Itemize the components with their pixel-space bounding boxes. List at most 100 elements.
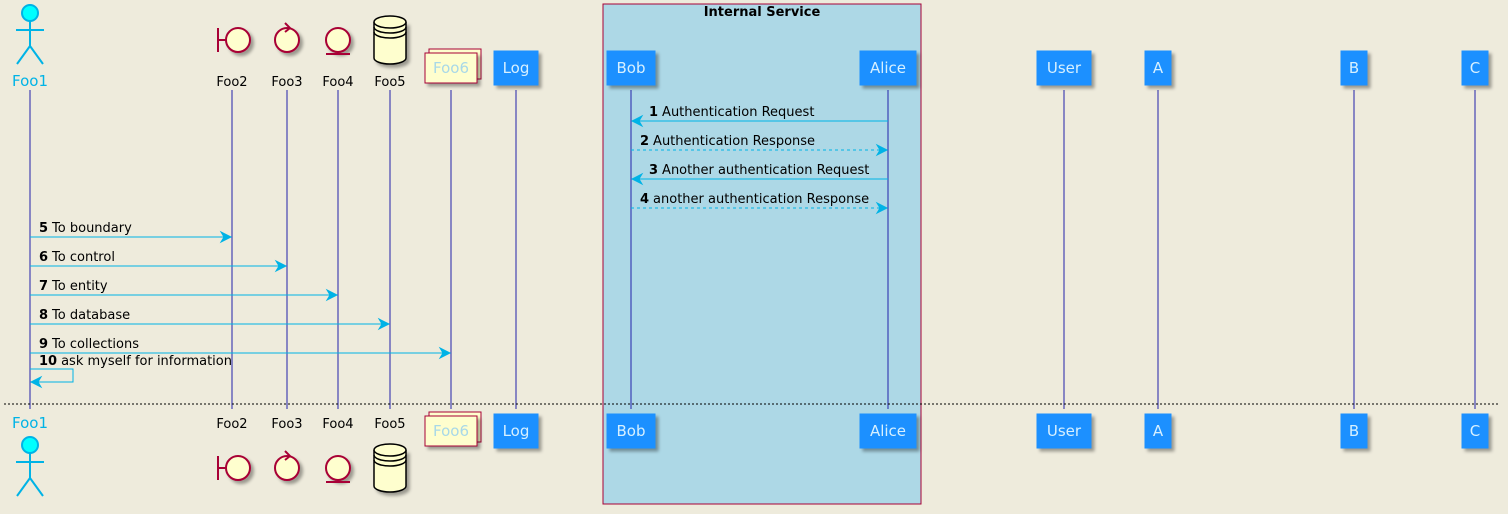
participant-label: Foo6 — [433, 422, 469, 440]
participant-box — [493, 50, 539, 86]
participant-label: Foo3 — [271, 75, 302, 90]
arrow-head — [630, 114, 644, 128]
participant-foo3-top[interactable]: Foo3 — [271, 22, 303, 90]
collections-front — [424, 52, 478, 84]
participant-label: C — [1470, 59, 1480, 77]
participant-label: Bob — [617, 422, 646, 440]
group-internal-service: Internal Service — [602, 3, 922, 505]
participant-log-bottom[interactable]: Log — [493, 413, 539, 449]
participant-box — [859, 50, 917, 86]
participant-label: Foo2 — [216, 417, 247, 432]
participant-foo5-bottom[interactable]: Foo5 — [373, 417, 407, 493]
participant-label: Foo5 — [374, 417, 405, 432]
participant-label: Foo1 — [12, 72, 48, 90]
collections-front — [424, 415, 478, 447]
participant-user-bottom[interactable]: User — [1036, 413, 1092, 449]
participant-log-top[interactable]: Log — [493, 50, 539, 86]
participant-foo4-bottom[interactable]: Foo4 — [322, 417, 354, 483]
participant-label: Bob — [617, 59, 646, 77]
participant-label: Foo5 — [374, 75, 405, 90]
participant-a-bottom[interactable]: A — [1144, 413, 1172, 449]
arrow-head — [29, 375, 43, 389]
participant-foo6-bottom[interactable]: Foo6 — [424, 411, 482, 447]
participant-label: User — [1047, 422, 1082, 440]
participant-foo2-bottom[interactable]: Foo2 — [216, 417, 251, 481]
participant-label: B — [1349, 422, 1359, 440]
participant-b-top[interactable]: B — [1340, 50, 1368, 86]
participant-box — [859, 413, 917, 449]
participant-a-top[interactable]: A — [1144, 50, 1172, 86]
participant-box — [493, 413, 539, 449]
actor-icon — [16, 4, 44, 65]
database-icon — [373, 15, 407, 65]
entity-icon — [325, 27, 351, 55]
arrow-head — [377, 317, 391, 331]
participant-foo3-bottom[interactable]: Foo3 — [271, 417, 303, 481]
participant-label: C — [1470, 422, 1480, 440]
participant-alice-bottom[interactable]: Alice — [859, 413, 917, 449]
participant-foo4-top[interactable]: Foo4 — [322, 27, 354, 90]
participant-box — [1461, 50, 1489, 86]
participant-label: Foo4 — [322, 75, 353, 90]
group-title: Internal Service — [704, 5, 821, 20]
participant-c-top[interactable]: C — [1461, 50, 1489, 86]
arrow-head — [219, 230, 233, 244]
participant-label: Foo2 — [216, 75, 247, 90]
participant-label: A — [1153, 59, 1164, 77]
participant-box — [1036, 50, 1092, 86]
participant-foo5-top[interactable]: Foo5 — [373, 15, 407, 90]
participant-label: A — [1153, 422, 1164, 440]
participant-label: B — [1349, 59, 1359, 77]
participant-label: Alice — [870, 422, 906, 440]
participant-label: Foo1 — [12, 414, 48, 432]
participant-foo6-top[interactable]: Foo6 — [424, 48, 482, 84]
participant-label: Foo6 — [433, 59, 469, 77]
arrow-head — [875, 143, 889, 157]
participant-box — [1144, 413, 1172, 449]
participant-box — [606, 50, 656, 86]
participant-foo1-top[interactable]: Foo1 — [12, 4, 48, 90]
boundary-icon — [217, 455, 251, 481]
boundary-icon — [217, 27, 251, 53]
participant-box — [1036, 413, 1092, 449]
arrow-head — [325, 288, 339, 302]
participant-box — [1461, 413, 1489, 449]
participant-box — [1340, 413, 1368, 449]
participant-foo1-bottom[interactable]: Foo1 — [12, 414, 48, 497]
participant-label: User — [1047, 59, 1082, 77]
participant-bob-top[interactable]: Bob — [606, 50, 656, 86]
message-line — [30, 368, 74, 383]
participant-bob-bottom[interactable]: Bob — [606, 413, 656, 449]
participant-c-bottom[interactable]: C — [1461, 413, 1489, 449]
participant-alice-top[interactable]: Alice — [859, 50, 917, 86]
entity-icon — [325, 455, 351, 483]
participant-label: Log — [503, 422, 530, 440]
arrow-head — [438, 346, 452, 360]
participant-foo2-top[interactable]: Foo2 — [216, 27, 251, 90]
arrow-head — [630, 172, 644, 186]
participant-box — [606, 413, 656, 449]
participant-box — [1144, 50, 1172, 86]
participant-b-bottom[interactable]: B — [1340, 413, 1368, 449]
participant-box — [1340, 50, 1368, 86]
participant-user-top[interactable]: User — [1036, 50, 1092, 86]
